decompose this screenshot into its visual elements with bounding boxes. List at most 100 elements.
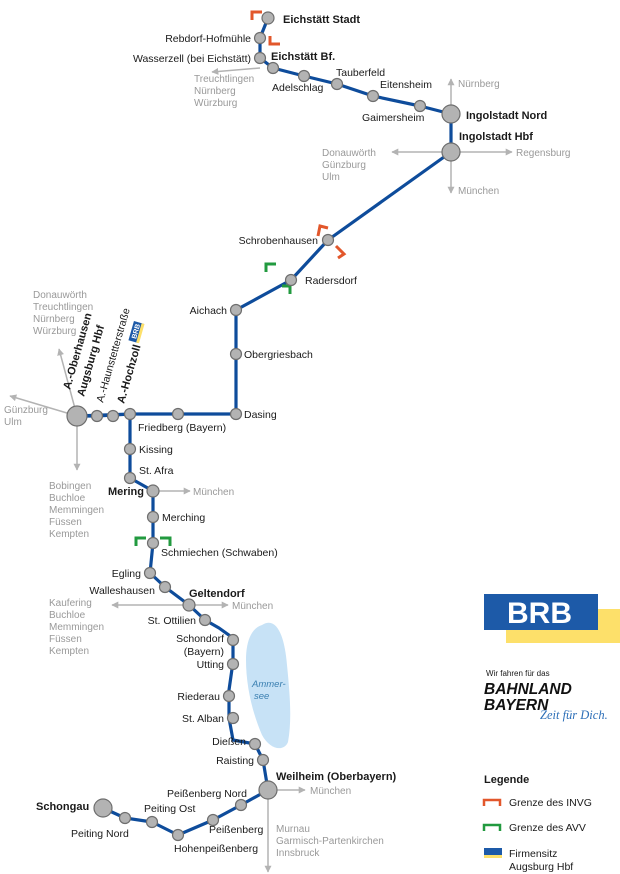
station-tauberfeld <box>330 77 344 91</box>
label-wasserzell: Wasserzell (bei Eichstätt) <box>133 53 251 65</box>
station-obergriesbach <box>229 347 243 361</box>
station-gaimersheim <box>413 99 427 113</box>
station-mering <box>146 484 160 498</box>
dest-augsburg-west-2: Ulm <box>4 417 22 428</box>
station-peiting-nord <box>118 811 132 825</box>
station-eichstaett-bf <box>266 61 280 75</box>
tagline-script: Zeit für Dich. <box>540 708 608 722</box>
dest-weilheim-south-2: Garmisch-Partenkirchen <box>276 836 384 847</box>
dest-weilheim-south-3: Innsbruck <box>276 848 320 859</box>
dest-augsburg-north-2: Treuchtlingen <box>33 302 93 313</box>
station-ingolstadt-nord <box>441 104 461 124</box>
label-radersdorf: Radersdorf <box>305 275 357 287</box>
station-hohenpeissenberg <box>171 828 185 842</box>
dest-ingolstadt-west-3: Ulm <box>322 172 340 183</box>
dest-geltendorf-west-2: Buchloe <box>49 610 86 621</box>
dest-geltendorf-west-3: Memmingen <box>49 622 104 633</box>
dest-geltendorf-west-5: Kempten <box>49 646 89 657</box>
dest-augsburg-north-4: Würzburg <box>33 326 76 337</box>
station-schongau <box>93 798 113 818</box>
label-schondorf-1: Schondorf <box>176 633 224 645</box>
legend-invg-swatch <box>482 798 502 806</box>
station-schrobenhausen <box>321 233 335 247</box>
dest-ingolstadt-east: Regensburg <box>516 148 570 159</box>
dest-augsburg-south-5: Kempten <box>49 529 89 540</box>
label-eitensheim: Eitensheim <box>380 79 432 91</box>
label-egling: Egling <box>112 568 141 580</box>
legend-hq-label-2: Augsburg Hbf <box>509 861 573 873</box>
label-peissenberg: Peißenberg <box>209 824 263 836</box>
ammersee-lake <box>246 622 291 749</box>
legend: Legende Grenze des INVG Grenze des AVV F… <box>482 774 592 873</box>
label-eichstaett-stadt: Eichstätt Stadt <box>283 14 360 26</box>
label-obergriesbach: Obergriesbach <box>244 349 313 361</box>
brb-logo: BRB <box>484 594 620 643</box>
hq-badge-icon: BRB <box>128 321 145 344</box>
station-peiting-ost <box>145 815 159 829</box>
legend-avv-swatch <box>482 823 502 831</box>
dest-augsburg-south-1: Bobingen <box>49 481 91 492</box>
label-gaimersheim: Gaimersheim <box>362 112 425 124</box>
dest-weilheim-east: München <box>310 786 351 797</box>
dest-ingolstadt-west-2: Günzburg <box>322 160 366 171</box>
dest-augsburg-north-3: Nürnberg <box>33 314 75 325</box>
station-oberhausen <box>90 409 104 423</box>
tagline-small: Wir fahren für das <box>486 669 550 678</box>
label-hohenpeissenberg: Hohenpeißenberg <box>174 843 258 855</box>
station-riederau <box>222 689 236 703</box>
station-egling <box>143 566 157 580</box>
label-st-ottilien: St. Ottilien <box>148 615 197 627</box>
lake-label-1: Ammer- <box>251 679 286 690</box>
station-schmiechen <box>146 536 160 550</box>
avv-border-schmiechen <box>134 536 172 546</box>
station-schondorf <box>226 633 240 647</box>
label-kissing: Kissing <box>139 444 173 456</box>
label-walleshausen: Walleshausen <box>89 585 155 597</box>
label-mering: Mering <box>108 486 144 498</box>
label-schondorf-2: (Bayern) <box>184 646 224 658</box>
station-eichstaett-stadt <box>261 11 275 25</box>
station-geltendorf <box>182 598 196 612</box>
dest-ingolstadt-west-1: Donauwörth <box>322 148 376 159</box>
dest-augsburg-south-2: Buchloe <box>49 493 86 504</box>
label-eichstaett-bf: Eichstätt Bf. <box>271 51 335 63</box>
stations <box>66 11 461 842</box>
label-schrobenhausen: Schrobenhausen <box>239 235 319 247</box>
label-st-alban: St. Alban <box>182 713 224 725</box>
station-st-ottilien <box>198 613 212 627</box>
label-peiting-nord: Peiting Nord <box>71 828 129 840</box>
station-raisting <box>256 753 270 767</box>
station-kissing <box>123 442 137 456</box>
station-ingolstadt-hbf <box>441 142 461 162</box>
label-ingolstadt-hbf: Ingolstadt Hbf <box>459 131 533 143</box>
legend-hq-icon <box>484 848 502 858</box>
tagline-bahnland: BAHNLAND <box>484 681 572 698</box>
dest-eichstaett-3: Würzburg <box>194 98 237 109</box>
legend-hq-label-1: Firmensitz <box>509 848 557 860</box>
label-diessen: Dießen <box>212 736 246 748</box>
station-utting <box>226 657 240 671</box>
legend-invg-label: Grenze des INVG <box>509 797 592 809</box>
connection-arrows <box>9 67 513 873</box>
dest-mering-east: München <box>193 487 234 498</box>
label-geltendorf: Geltendorf <box>189 588 245 600</box>
station-aichach <box>229 303 243 317</box>
station-peissenberg-nord <box>234 798 248 812</box>
label-weilheim: Weilheim (Oberbayern) <box>276 771 397 783</box>
dest-geltendorf-east: München <box>232 601 273 612</box>
station-rebdorf <box>253 31 267 45</box>
label-ingolstadt-nord: Ingolstadt Nord <box>466 110 547 122</box>
station-wasserzell <box>253 51 267 65</box>
label-tauberfeld: Tauberfeld <box>336 67 385 79</box>
label-st-afra: St. Afra <box>139 465 174 477</box>
station-diessen <box>248 737 262 751</box>
station-hochzoll <box>123 407 137 421</box>
invg-border-schrobenhausen <box>316 224 347 260</box>
label-peiting-ost: Peiting Ost <box>144 803 195 815</box>
station-haunstetter <box>106 409 120 423</box>
dest-ingolstadt-south: München <box>458 186 499 197</box>
station-merching <box>146 510 160 524</box>
station-augsburg-hbf <box>66 405 88 427</box>
label-schongau: Schongau <box>36 801 89 813</box>
label-riederau: Riederau <box>177 691 220 703</box>
